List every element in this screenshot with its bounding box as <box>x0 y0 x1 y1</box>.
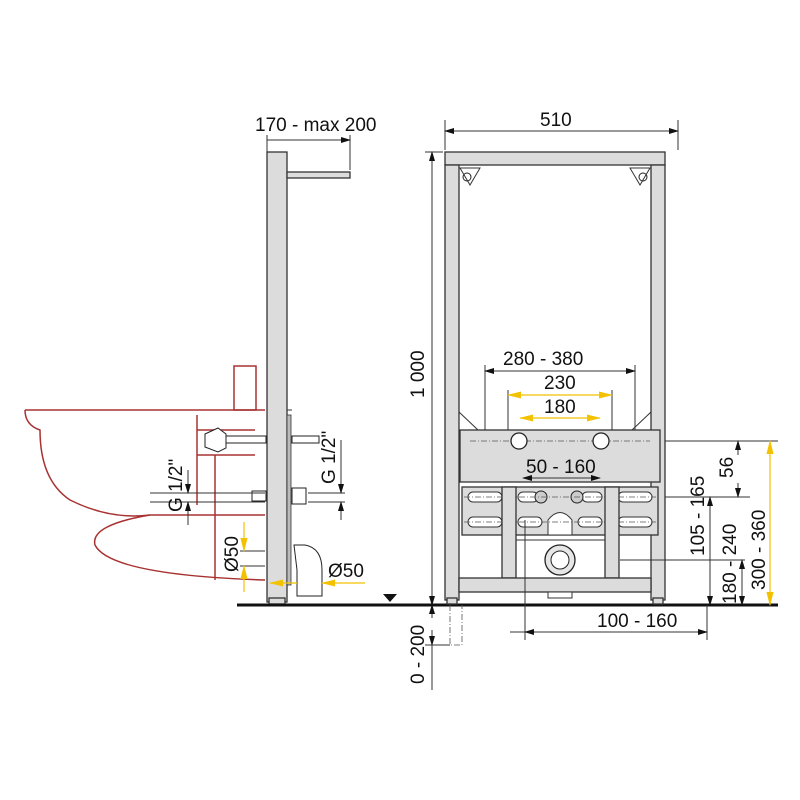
drain-offset-label: 100 - 160 <box>597 611 677 632</box>
thread-label-left: G 1/2" <box>166 459 187 512</box>
valve-height-label: 300 - 360 <box>749 510 770 590</box>
floor-level-marker <box>383 594 397 602</box>
bidet-outline <box>24 365 266 581</box>
supply-offset-label: 56 <box>717 457 738 478</box>
drain-diameter-left: Ø50 <box>222 536 243 572</box>
height-label: 1 000 <box>408 350 429 398</box>
fixing-spacing-label: 280 - 380 <box>503 349 583 370</box>
front-frame <box>444 151 666 646</box>
thread-label-right: G 1/2" <box>319 431 340 484</box>
valve-spacing-max-label: 230 <box>544 373 576 394</box>
side-depth-label: 170 - max 200 <box>255 115 376 136</box>
supply-height-label: 105 - 165 <box>688 476 709 556</box>
drain-diameter-right: Ø50 <box>328 561 364 582</box>
width-label: 510 <box>540 110 572 131</box>
side-frame <box>204 151 351 605</box>
foot-adjust-label: 0 - 200 <box>408 625 429 684</box>
valve-spacing-min-label: 180 <box>544 397 576 418</box>
supply-spacing-label: 50 - 160 <box>526 457 596 478</box>
drain-height-label: 180 - 240 <box>720 524 741 604</box>
